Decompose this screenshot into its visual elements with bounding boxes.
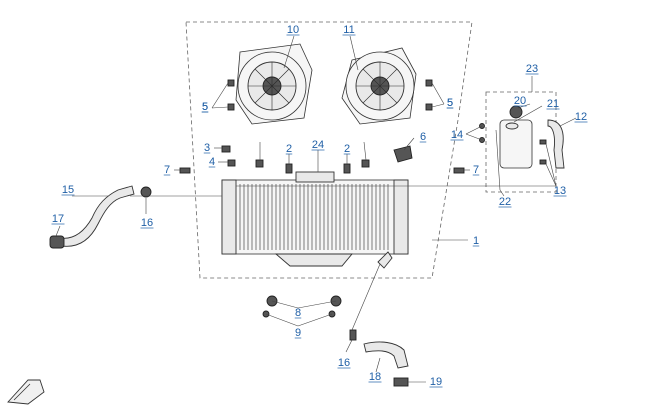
callout-1[interactable]: 1 [473, 235, 479, 247]
grommet-5-left [255, 159, 264, 168]
leader-lines [55, 35, 577, 383]
fan-right [341, 47, 433, 125]
callout-16[interactable]: 16 [141, 217, 153, 229]
front-direction-arrow-icon [7, 379, 45, 405]
coolant-reservoir [479, 105, 565, 191]
callout-7[interactable]: 7 [473, 164, 479, 176]
callout-5[interactable]: 5 [202, 101, 208, 113]
callout-17[interactable]: 17 [52, 213, 64, 225]
bolt-7-left [179, 167, 191, 174]
radiator-assembly-boundary [185, 21, 473, 279]
callout-23[interactable]: 23 [526, 63, 538, 75]
callout-2[interactable]: 2 [286, 143, 292, 155]
clamp-16-top [140, 186, 152, 198]
callout-12[interactable]: 12 [575, 111, 587, 123]
bolt-7-right [453, 167, 465, 174]
callout-15[interactable]: 15 [62, 184, 74, 196]
callout-3[interactable]: 3 [204, 142, 210, 154]
bolt-3 [221, 145, 231, 153]
callout-7[interactable]: 7 [164, 164, 170, 176]
bolt-4 [227, 159, 236, 167]
reservoir-cap [509, 105, 523, 119]
grommet-2-right [343, 163, 351, 174]
fan-left [227, 43, 313, 125]
callout-6[interactable]: 6 [420, 131, 426, 143]
grommet-5-right [361, 159, 370, 168]
callout-16[interactable]: 16 [338, 357, 350, 369]
reservoir-assembly-boundary [485, 91, 557, 193]
callout-14[interactable]: 14 [451, 129, 463, 141]
hose-18 [363, 341, 409, 369]
clamp-19 [393, 377, 409, 387]
callout-11[interactable]: 11 [343, 24, 354, 36]
reservoir-hose-12 [547, 119, 565, 169]
callout-24[interactable]: 24 [312, 139, 324, 151]
radiator-cap-6 [393, 145, 413, 163]
radiator-core [221, 171, 409, 267]
callout-18[interactable]: 18 [369, 371, 381, 383]
clamp-16-bottom [349, 329, 357, 341]
callout-10[interactable]: 10 [287, 24, 299, 36]
coolant-hoses [49, 185, 409, 387]
callout-20[interactable]: 20 [514, 95, 526, 107]
callout-2[interactable]: 2 [344, 143, 350, 155]
callout-5[interactable]: 5 [447, 97, 453, 109]
callout-19[interactable]: 19 [430, 376, 442, 388]
callout-5[interactable]: 5 [202, 101, 208, 113]
callout-9[interactable]: 9 [295, 327, 301, 339]
hose-15 [59, 185, 135, 247]
callout-8[interactable]: 8 [295, 307, 301, 319]
clamp-17 [49, 235, 65, 249]
callout-5[interactable]: 5 [447, 97, 453, 109]
callout-22[interactable]: 22 [499, 196, 511, 208]
callout-13[interactable]: 13 [554, 185, 566, 197]
callout-4[interactable]: 4 [209, 156, 215, 168]
callout-21[interactable]: 21 [547, 98, 559, 110]
bolts-and-grommets [179, 145, 465, 318]
grommet-2-left [285, 163, 293, 174]
